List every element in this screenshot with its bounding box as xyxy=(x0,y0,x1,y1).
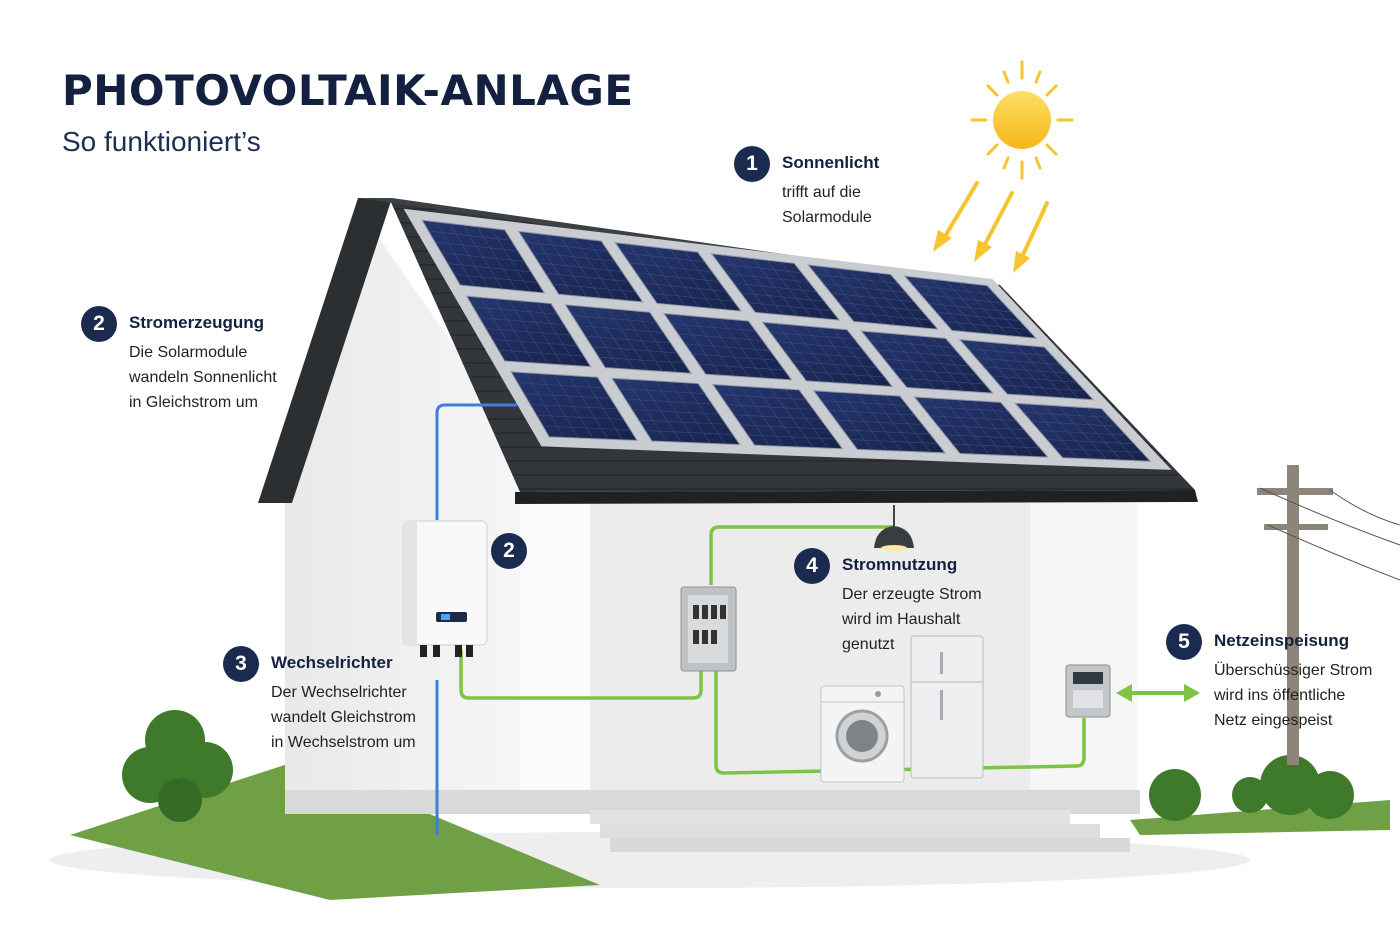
inverter-icon xyxy=(402,520,488,657)
fridge-icon xyxy=(910,635,984,779)
electricity-meter-icon xyxy=(1065,664,1111,718)
double-arrow-icon xyxy=(1116,684,1200,702)
page-title: PHOTOVOLTAIK-ANLAGE xyxy=(62,66,634,115)
bush-icon xyxy=(122,710,233,822)
page-subtitle: So funktioniert’s xyxy=(62,126,261,157)
step-number-badge: 1 xyxy=(734,146,770,182)
step-description: trifft auf die Solarmodule xyxy=(782,184,872,226)
step-heading: Stromerzeugung xyxy=(129,313,265,332)
dc-cable xyxy=(435,403,517,835)
solar-panel-array xyxy=(403,208,1172,470)
sun-icon xyxy=(970,60,1074,180)
step-number-badge: 3 xyxy=(223,646,259,682)
step-description: Der Wechselrichter wandelt Gleichstrom i… xyxy=(271,684,416,751)
step-description: Die Solarmodule wandeln Sonnenlicht in G… xyxy=(129,344,277,411)
utility-pole-icon xyxy=(1257,465,1400,765)
step-number-badge: 5 xyxy=(1166,624,1202,660)
fuse-box-icon xyxy=(680,586,737,672)
step-heading: Wechselrichter xyxy=(271,653,393,672)
step-heading: Netzeinspeisung xyxy=(1214,631,1350,650)
step-heading: Sonnenlicht xyxy=(782,153,880,172)
washing-machine-icon xyxy=(820,685,905,783)
inverter-marker-badge: 2 xyxy=(491,533,527,569)
step-heading: Stromnutzung xyxy=(842,555,958,574)
sun-ray-arrow-icon xyxy=(933,181,1049,273)
step-description: Der erzeugte Strom wird im Haushalt genu… xyxy=(842,586,982,653)
ceiling-lamp-icon xyxy=(874,505,914,551)
step-number-badge: 2 xyxy=(81,306,117,342)
bush-icon xyxy=(1149,755,1354,821)
step-description: Überschüssiger Strom wird ins öffentlich… xyxy=(1214,662,1373,729)
step-number-badge: 4 xyxy=(794,548,830,584)
